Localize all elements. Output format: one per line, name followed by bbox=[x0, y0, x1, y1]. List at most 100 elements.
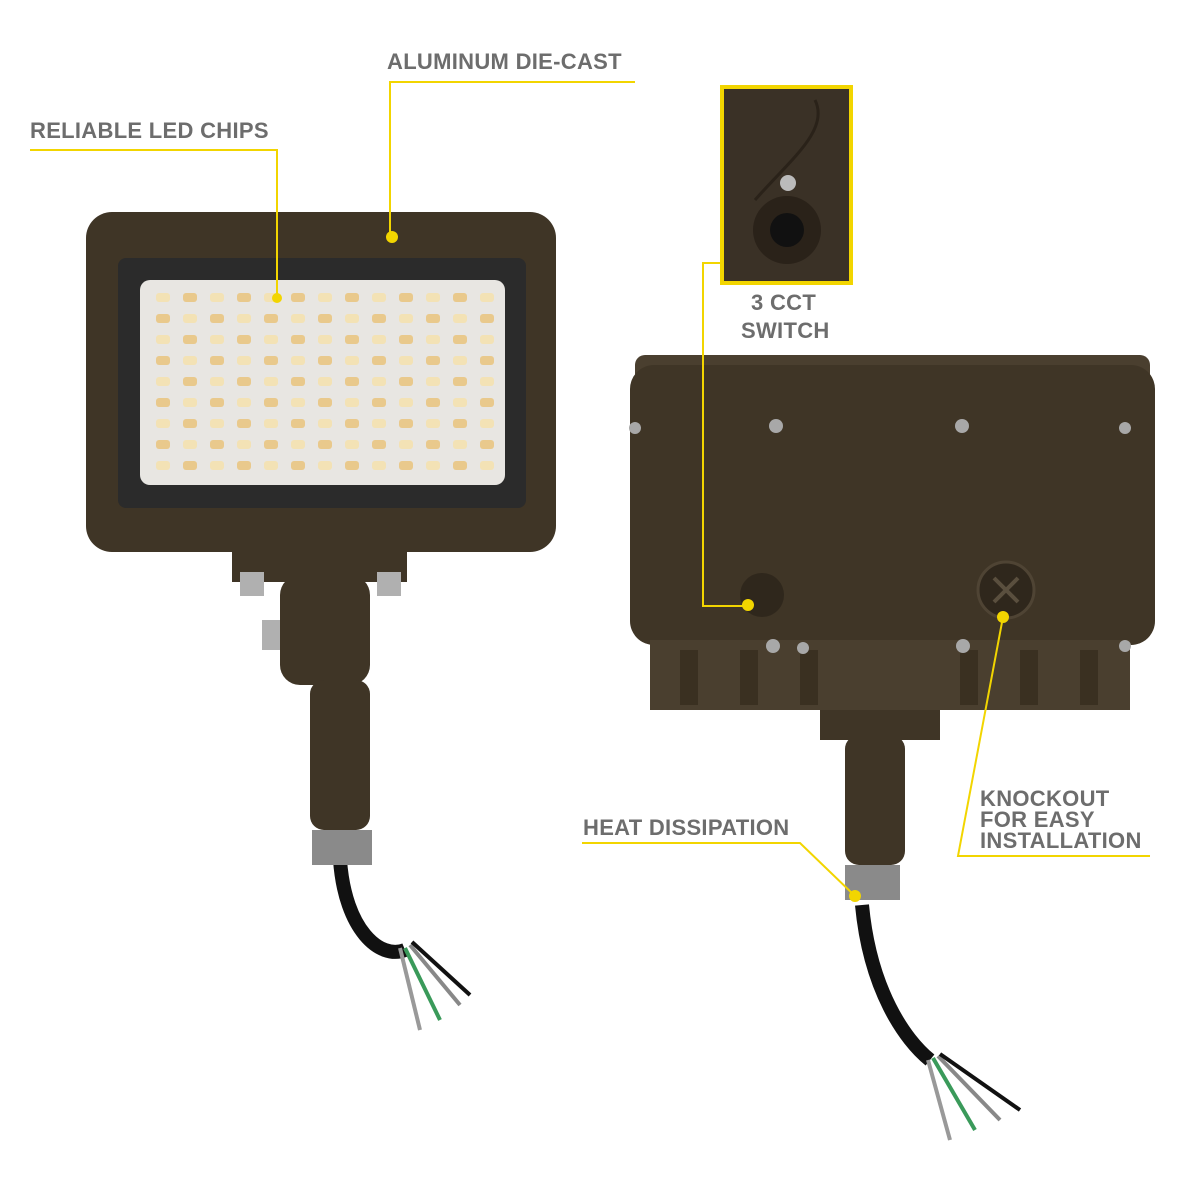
led-chip bbox=[210, 335, 224, 344]
label-heat-dissipation: HEAT DISSIPATION bbox=[583, 815, 790, 840]
led-chip bbox=[183, 377, 197, 386]
led-chip bbox=[264, 335, 278, 344]
led-chip bbox=[156, 377, 170, 386]
label-aluminum-die-cast: ALUMINUM DIE-CAST bbox=[387, 49, 622, 74]
led-chip bbox=[426, 314, 440, 323]
front-knuckle-mount bbox=[280, 575, 370, 685]
led-chip bbox=[372, 461, 386, 470]
led-chip bbox=[453, 461, 467, 470]
led-chip bbox=[453, 377, 467, 386]
led-chip bbox=[291, 419, 305, 428]
led-chip bbox=[480, 461, 494, 470]
led-chip bbox=[264, 419, 278, 428]
led-chip bbox=[291, 335, 305, 344]
led-chip bbox=[210, 419, 224, 428]
led-chip bbox=[345, 440, 359, 449]
led-chip bbox=[345, 314, 359, 323]
led-chip bbox=[399, 461, 413, 470]
led-chip bbox=[426, 356, 440, 365]
led-chip bbox=[183, 293, 197, 302]
led-chip bbox=[183, 461, 197, 470]
led-chip bbox=[372, 440, 386, 449]
led-chip bbox=[426, 335, 440, 344]
led-chip bbox=[372, 419, 386, 428]
leader-lines bbox=[30, 81, 1150, 897]
led-chip bbox=[372, 377, 386, 386]
led-chip bbox=[210, 461, 224, 470]
led-chip bbox=[480, 335, 494, 344]
led-chip bbox=[345, 419, 359, 428]
led-chip bbox=[480, 377, 494, 386]
led-chip bbox=[291, 440, 305, 449]
led-chip bbox=[399, 314, 413, 323]
led-chip bbox=[453, 293, 467, 302]
led-chip bbox=[399, 356, 413, 365]
led-chip bbox=[264, 377, 278, 386]
led-chip bbox=[318, 398, 332, 407]
led-chip bbox=[399, 293, 413, 302]
led-chip bbox=[318, 419, 332, 428]
led-chip bbox=[183, 419, 197, 428]
led-chip bbox=[156, 461, 170, 470]
label-reliable-led-chips: RELIABLE LED CHIPS bbox=[30, 118, 269, 143]
led-chip bbox=[480, 440, 494, 449]
switch-button bbox=[770, 213, 804, 247]
led-chip bbox=[237, 440, 251, 449]
led-chip bbox=[183, 314, 197, 323]
led-chip bbox=[237, 356, 251, 365]
label-knockout-line1: KNOCKOUT bbox=[980, 786, 1110, 811]
led-chip bbox=[480, 398, 494, 407]
led-chip bbox=[237, 419, 251, 428]
led-chip bbox=[291, 356, 305, 365]
led-chip bbox=[291, 293, 305, 302]
led-chip bbox=[291, 377, 305, 386]
led-chip bbox=[264, 398, 278, 407]
led-chip bbox=[237, 335, 251, 344]
led-chip bbox=[345, 293, 359, 302]
led-chip bbox=[210, 398, 224, 407]
back-cable bbox=[855, 904, 935, 1066]
led-chip bbox=[318, 377, 332, 386]
led-chip bbox=[480, 356, 494, 365]
led-chip bbox=[264, 440, 278, 449]
led-chip bbox=[345, 398, 359, 407]
led-chip bbox=[453, 419, 467, 428]
led-chip bbox=[372, 293, 386, 302]
back-housing bbox=[630, 365, 1155, 645]
led-chip bbox=[399, 440, 413, 449]
front-wires bbox=[398, 940, 472, 1031]
led-chip bbox=[264, 356, 278, 365]
led-chip bbox=[345, 335, 359, 344]
led-chip bbox=[426, 398, 440, 407]
led-chip bbox=[318, 461, 332, 470]
led-chip bbox=[345, 356, 359, 365]
front-fitting bbox=[312, 830, 372, 865]
led-chip bbox=[237, 314, 251, 323]
led-chip bbox=[237, 398, 251, 407]
led-chip bbox=[480, 314, 494, 323]
led-chip bbox=[156, 335, 170, 344]
led-chip bbox=[156, 419, 170, 428]
led-chip bbox=[318, 356, 332, 365]
led-chip bbox=[183, 356, 197, 365]
led-chip bbox=[426, 461, 440, 470]
led-chip bbox=[156, 398, 170, 407]
cct-switch-inset bbox=[720, 85, 853, 285]
led-chip bbox=[291, 398, 305, 407]
led-chip bbox=[426, 377, 440, 386]
led-chip bbox=[345, 377, 359, 386]
led-chip bbox=[399, 419, 413, 428]
front-view-flood-light bbox=[86, 212, 556, 1031]
led-chip bbox=[372, 335, 386, 344]
led-chip bbox=[264, 461, 278, 470]
label-cct-line1: 3 CCT bbox=[751, 290, 817, 315]
led-chip bbox=[318, 335, 332, 344]
back-view-flood-light bbox=[629, 355, 1155, 1141]
label-cct-line2: SWITCH bbox=[741, 318, 830, 343]
front-arm bbox=[310, 680, 370, 830]
led-chip bbox=[453, 356, 467, 365]
led-chip bbox=[156, 356, 170, 365]
front-cable bbox=[333, 859, 408, 959]
led-chip bbox=[426, 293, 440, 302]
